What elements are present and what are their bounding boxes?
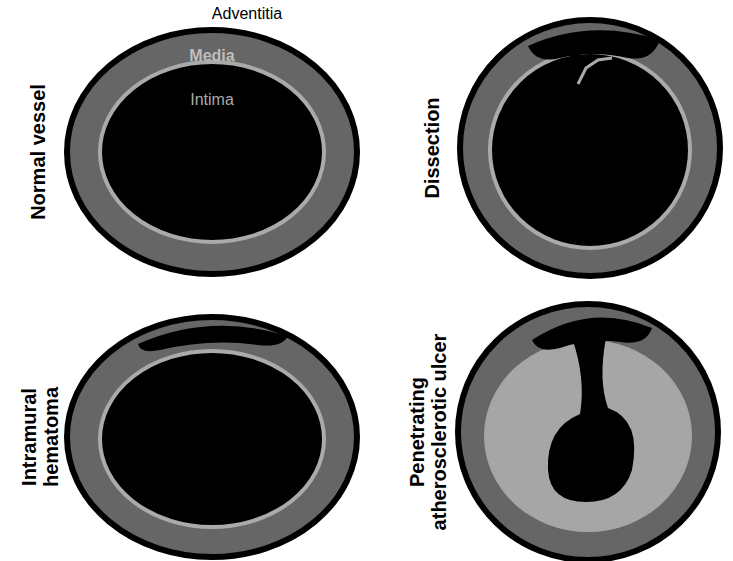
layer-name: Media [189,47,234,65]
hematoma-vessel [67,317,357,557]
panel-title: Intramural hematoma [18,372,62,502]
layer-name: Adventitia [212,5,282,23]
layer-name: Intima [190,91,234,109]
dissection-vessel [460,20,720,276]
panel-title: Penetrating atherosclerotic ulcer [406,332,450,532]
ulcer-vessel [458,304,718,560]
panel-title: Normal vessel [27,84,49,220]
panel-title: Dissection [421,97,443,198]
normal-vessel [67,30,357,274]
